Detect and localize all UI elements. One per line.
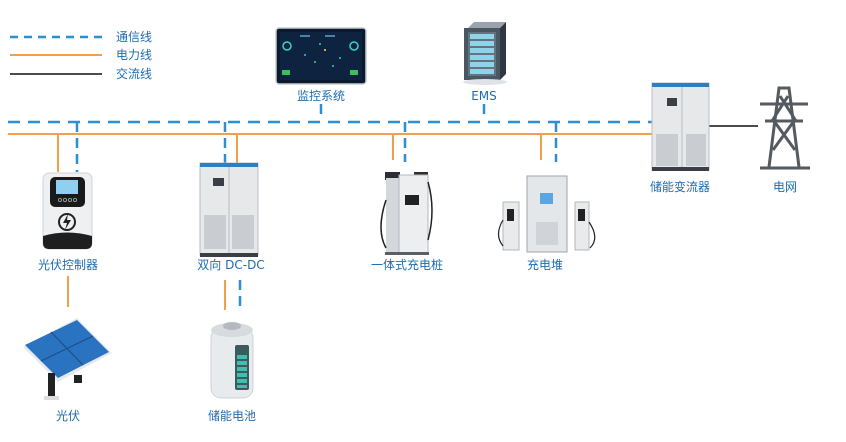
server-rack-icon [463, 22, 507, 85]
legend-comm-label: 通信线 [116, 30, 153, 44]
charge-stack-label: 充电堆 [526, 258, 564, 272]
monitor-dashboard-icon [275, 27, 367, 85]
pv-label: 光伏 [55, 409, 81, 423]
battery-label: 储能电池 [207, 409, 257, 423]
legend-ac-label: 交流线 [116, 67, 153, 81]
charger-label: 一体式充电桩 [370, 258, 444, 272]
pcs-cabinet-icon [651, 82, 710, 171]
solar-panel-icon [23, 318, 112, 400]
dcdc-label: 双向 DC-DC [197, 258, 265, 272]
battery-icon [210, 322, 254, 399]
ev-charger-icon [380, 172, 433, 255]
power-tower-icon [760, 86, 810, 170]
monitor-label: 监控系统 [296, 89, 346, 103]
pv-controller-label: 光伏控制器 [37, 258, 99, 272]
legend-power-label: 电力线 [116, 48, 153, 62]
ems-label: EMS [471, 89, 497, 103]
charge-stack-icon [497, 175, 596, 253]
pcs-label: 储能变流器 [649, 180, 711, 194]
grid-label: 电网 [772, 180, 798, 194]
pv-controller-icon [42, 172, 93, 250]
cabinet-icon [199, 162, 259, 257]
